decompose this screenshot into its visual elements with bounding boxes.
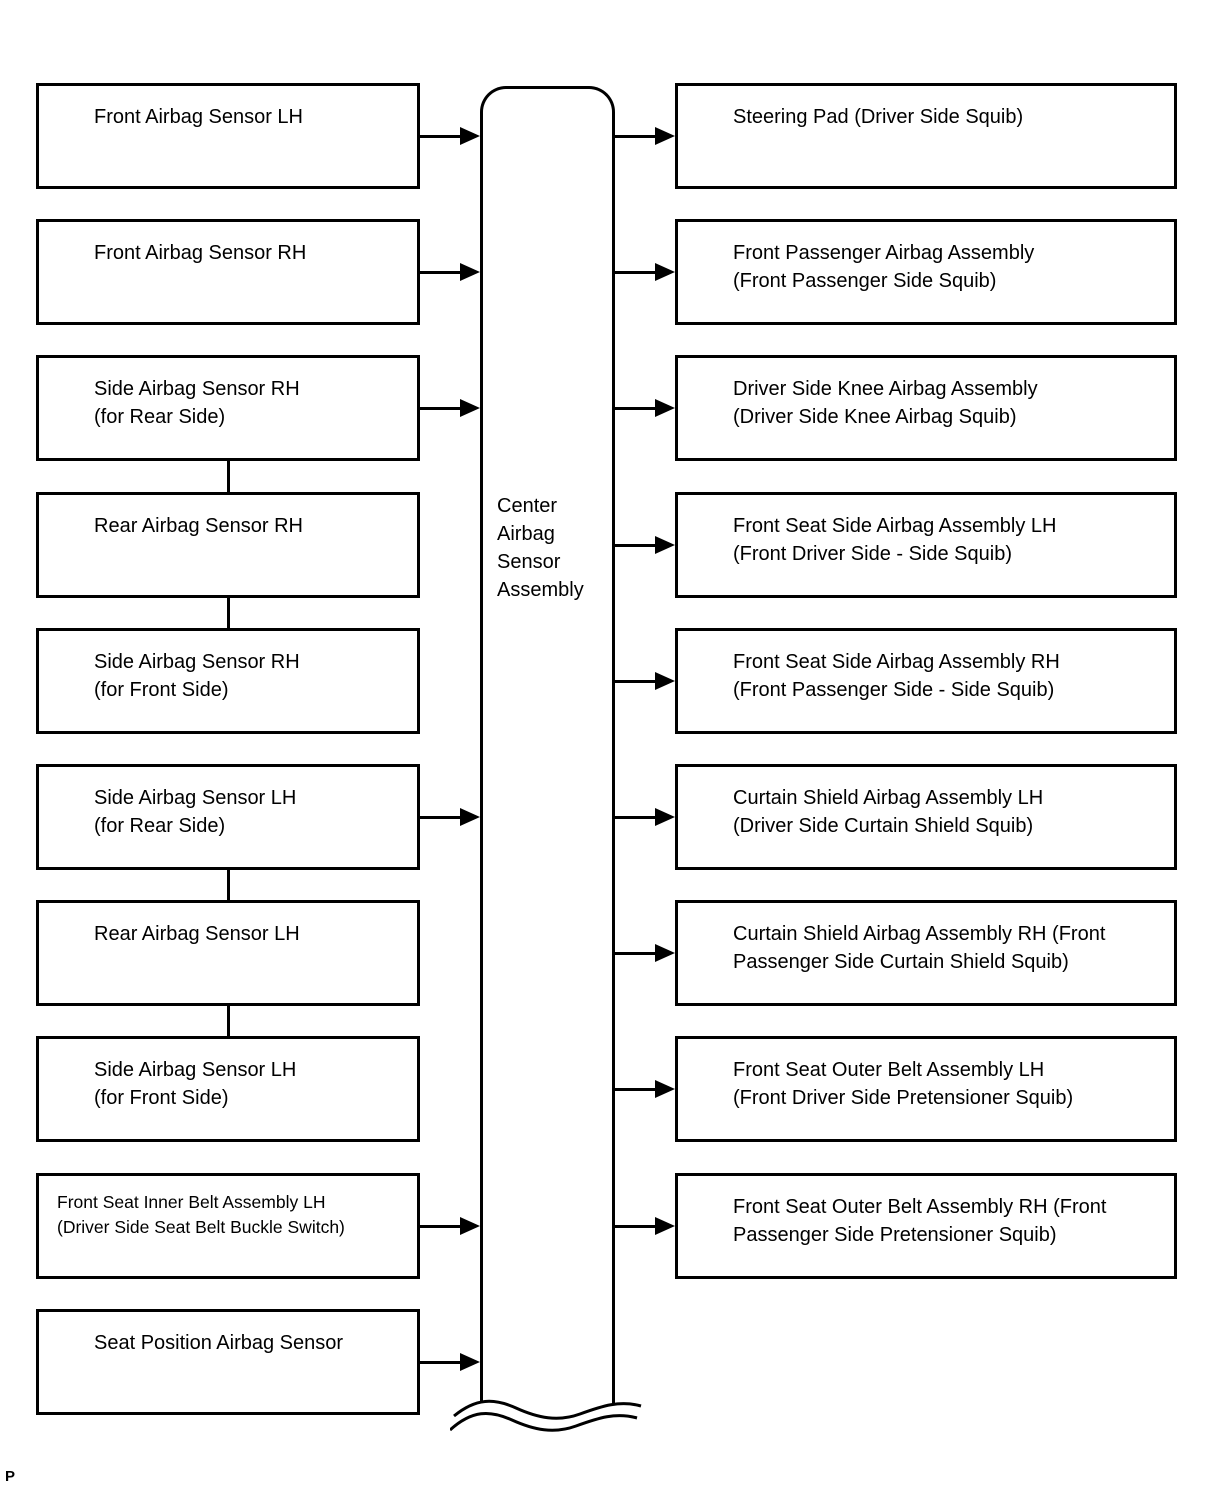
arrow-left-to-center — [420, 1225, 462, 1228]
right-box: Curtain Shield Airbag Assembly RH (Front… — [675, 900, 1177, 1006]
arrow-center-to-right-head — [655, 263, 675, 281]
right-box-label: Driver Side Knee Airbag Assembly (Driver… — [733, 378, 1038, 428]
arrow-center-to-right — [615, 1088, 657, 1091]
arrow-center-to-right-head — [655, 536, 675, 554]
arrow-center-to-right — [615, 271, 657, 274]
arrow-center-to-right — [615, 952, 657, 955]
right-box-label: Curtain Shield Airbag Assembly RH (Front… — [733, 923, 1106, 973]
left-box-label: Side Airbag Sensor LH (for Rear Side) — [94, 787, 297, 837]
footer-mark: P — [5, 1468, 16, 1485]
arrow-center-to-right-head — [655, 1217, 675, 1235]
arrow-center-to-right-head — [655, 944, 675, 962]
right-box: Driver Side Knee Airbag Assembly (Driver… — [675, 355, 1177, 461]
arrow-center-to-right — [615, 135, 657, 138]
right-box-label: Front Seat Outer Belt Assembly RH (Front… — [733, 1196, 1107, 1246]
left-box: Side Airbag Sensor LH (for Rear Side) — [36, 764, 420, 870]
right-box: Steering Pad (Driver Side Squib) — [675, 83, 1177, 189]
break-wave-top-line — [453, 1399, 642, 1420]
arrow-left-to-center-head — [460, 1353, 480, 1371]
left-box: Seat Position Airbag Sensor — [36, 1309, 420, 1415]
arrow-center-to-right — [615, 544, 657, 547]
left-box: Side Airbag Sensor RH (for Rear Side) — [36, 355, 420, 461]
left-box-label: Side Airbag Sensor RH (for Rear Side) — [94, 378, 300, 428]
left-box-label: Rear Airbag Sensor LH — [94, 923, 300, 945]
arrow-center-to-right — [615, 816, 657, 819]
left-box: Rear Airbag Sensor LH — [36, 900, 420, 1006]
right-box-label: Front Seat Outer Belt Assembly LH (Front… — [733, 1059, 1074, 1109]
center-airbag-sensor-assembly-label: Center Airbag Sensor Assembly — [497, 495, 584, 601]
left-box-label: Seat Position Airbag Sensor — [94, 1332, 344, 1354]
arrow-center-to-right-head — [655, 399, 675, 417]
right-box: Curtain Shield Airbag Assembly LH (Drive… — [675, 764, 1177, 870]
left-box-label: Front Seat Inner Belt Assembly LH (Drive… — [57, 1192, 345, 1237]
group-connector — [226, 596, 230, 630]
arrow-left-to-center — [420, 271, 462, 274]
right-box: Front Seat Outer Belt Assembly RH (Front… — [675, 1173, 1177, 1279]
left-box: Front Airbag Sensor LH — [36, 83, 420, 189]
left-box: Rear Airbag Sensor RH — [36, 492, 420, 598]
left-box-label: Side Airbag Sensor RH (for Front Side) — [94, 651, 300, 701]
arrow-left-to-center-head — [460, 127, 480, 145]
right-box-label: Front Seat Side Airbag Assembly RH (Fron… — [733, 651, 1060, 701]
left-box-label: Front Airbag Sensor RH — [94, 242, 307, 264]
left-box-label: Rear Airbag Sensor RH — [94, 515, 303, 537]
center-airbag-sensor-assembly-box — [480, 86, 615, 1412]
left-box-label: Side Airbag Sensor LH (for Front Side) — [94, 1059, 297, 1109]
arrow-center-to-right-head — [655, 127, 675, 145]
right-box: Front Seat Side Airbag Assembly RH (Fron… — [675, 628, 1177, 734]
right-box-label: Steering Pad (Driver Side Squib) — [733, 106, 1024, 128]
right-box-label: Front Passenger Airbag Assembly (Front P… — [733, 242, 1035, 292]
arrow-left-to-center — [420, 1361, 462, 1364]
group-connector — [226, 868, 230, 902]
left-box-label: Front Airbag Sensor LH — [94, 106, 303, 128]
arrow-center-to-right — [615, 1225, 657, 1228]
arrow-left-to-center — [420, 816, 462, 819]
arrow-left-to-center-head — [460, 399, 480, 417]
left-box: Side Airbag Sensor RH (for Front Side) — [36, 628, 420, 734]
right-box: Front Seat Side Airbag Assembly LH (Fron… — [675, 492, 1177, 598]
arrow-center-to-right-head — [655, 672, 675, 690]
right-box-label: Curtain Shield Airbag Assembly LH (Drive… — [733, 787, 1044, 837]
right-box-label: Front Seat Side Airbag Assembly LH (Fron… — [733, 515, 1057, 565]
arrow-center-to-right — [615, 407, 657, 410]
arrow-center-to-right-head — [655, 808, 675, 826]
arrow-center-to-right — [615, 680, 657, 683]
arrow-center-to-right-head — [655, 1080, 675, 1098]
arrow-left-to-center — [420, 135, 462, 138]
group-connector — [226, 1004, 230, 1038]
arrow-left-to-center-head — [460, 263, 480, 281]
right-box: Front Seat Outer Belt Assembly LH (Front… — [675, 1036, 1177, 1142]
right-box: Front Passenger Airbag Assembly (Front P… — [675, 219, 1177, 325]
left-box: Front Airbag Sensor RH — [36, 219, 420, 325]
group-connector — [226, 459, 230, 494]
assembly-break-wave — [450, 1399, 642, 1432]
arrow-left-to-center-head — [460, 1217, 480, 1235]
arrow-left-to-center — [420, 407, 462, 410]
break-wave-mask — [450, 1401, 641, 1431]
left-box: Side Airbag Sensor LH (for Front Side) — [36, 1036, 420, 1142]
break-wave-bottom-line — [450, 1411, 638, 1432]
arrow-left-to-center-head — [460, 808, 480, 826]
left-box: Front Seat Inner Belt Assembly LH (Drive… — [36, 1173, 420, 1279]
